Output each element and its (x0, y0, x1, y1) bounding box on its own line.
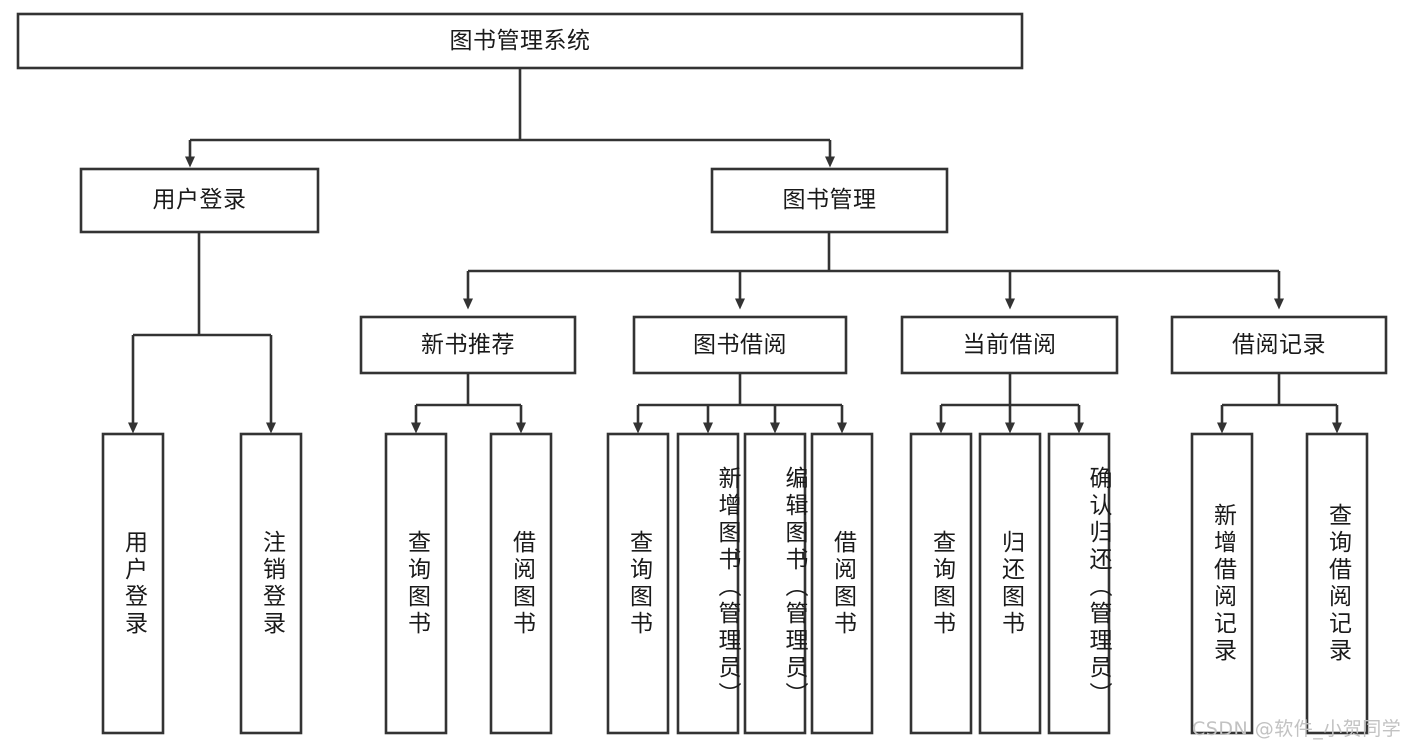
edges-root-to-level2 (185, 68, 835, 168)
node-box-leaf-confirm-return (1047, 432, 1111, 735)
node-box-current-borrow (900, 315, 1119, 375)
edges-bookborrow-to-leaves (633, 373, 847, 434)
node-box-leaf-add-book (676, 432, 740, 735)
edges-borrowrecord-to-leaves (1217, 373, 1342, 434)
node-box-leaf-return-book (978, 432, 1042, 735)
node-box-leaf-borrow-book-1 (489, 432, 553, 735)
node-box-leaf-logout (239, 432, 303, 735)
node-box-new-book-recommend (359, 315, 577, 375)
edges-bookmgmt-to-level3 (463, 232, 1284, 310)
node-box-leaf-query-book-2 (606, 432, 670, 735)
node-box-leaf-edit-book (743, 432, 807, 735)
node-box-book-borrow (632, 315, 848, 375)
node-box-root (16, 12, 1024, 70)
node-box-leaf-user-login (101, 432, 165, 735)
node-box-user-login (79, 167, 320, 234)
node-box-leaf-borrow-book-2 (810, 432, 874, 735)
node-box-borrow-record (1170, 315, 1388, 375)
node-box-leaf-query-record (1305, 432, 1369, 735)
node-box-leaf-query-book-1 (384, 432, 448, 735)
node-box-leaf-query-book-3 (909, 432, 973, 735)
edges-currentborrow-to-leaves (936, 373, 1084, 434)
node-box-leaf-add-record (1190, 432, 1254, 735)
edges-userlogin-to-leaves (128, 232, 276, 434)
edges-newbook-to-leaves (411, 373, 526, 434)
node-box-book-management (710, 167, 949, 234)
